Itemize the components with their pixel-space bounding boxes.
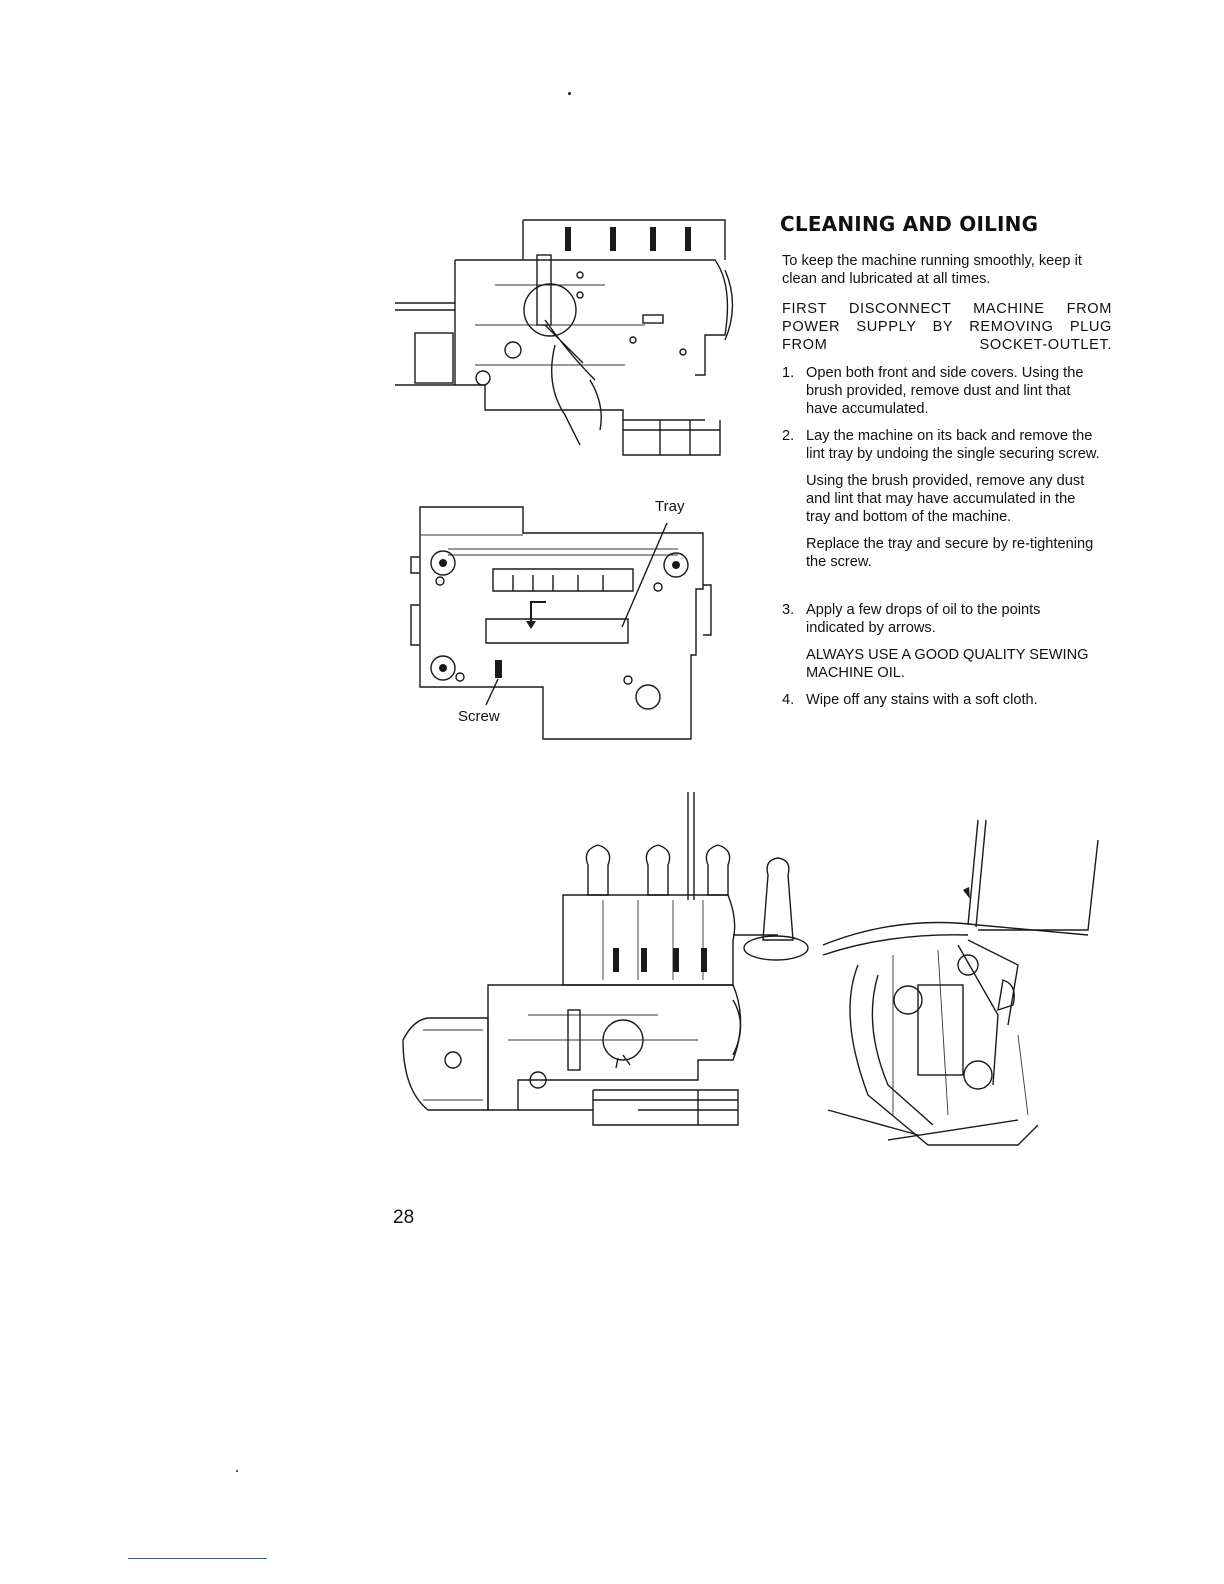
step-3-text-a: Apply a few drops of oil to the points i… [806,602,1041,636]
figure-looper-closeup [822,819,1099,1146]
tray-label: Tray [655,498,685,515]
scan-dot [236,1470,238,1472]
step-number: 4. [782,692,795,708]
step-number: 3. [782,602,795,618]
step-1-text: Open both front and side covers. Using t… [806,365,1084,417]
section-heading: CLEANING AND OILING [780,212,1039,236]
step-number: 2. [782,428,795,444]
warning-paragraph: FIRST DISCONNECT MACHINE FROM POWER SUPP… [782,301,1112,353]
page-number: 28 [393,1207,415,1228]
figure-brush-cleaning [395,219,734,456]
scan-dot [568,92,571,95]
footer-rule [128,1558,267,1559]
screw-label: Screw [458,708,500,725]
step-2-text-c: Replace the tray and secure by re-tighte… [806,536,1094,570]
step-number: 1. [782,365,795,381]
step-2-text-a: Lay the machine on its back and remove t… [806,428,1100,462]
figure-lint-tray [410,506,712,740]
step-3-text-b: ALWAYS USE A GOOD QUALITY SEWING MACHINE… [806,647,1089,681]
step-2-text-b: Using the brush provided, remove any dus… [806,473,1085,525]
step-4-text: Wipe off any stains with a soft cloth. [806,692,1038,708]
figure-machine-oiling [402,792,809,1126]
intro-paragraph: To keep the machine running smoothly, ke… [782,253,1082,287]
